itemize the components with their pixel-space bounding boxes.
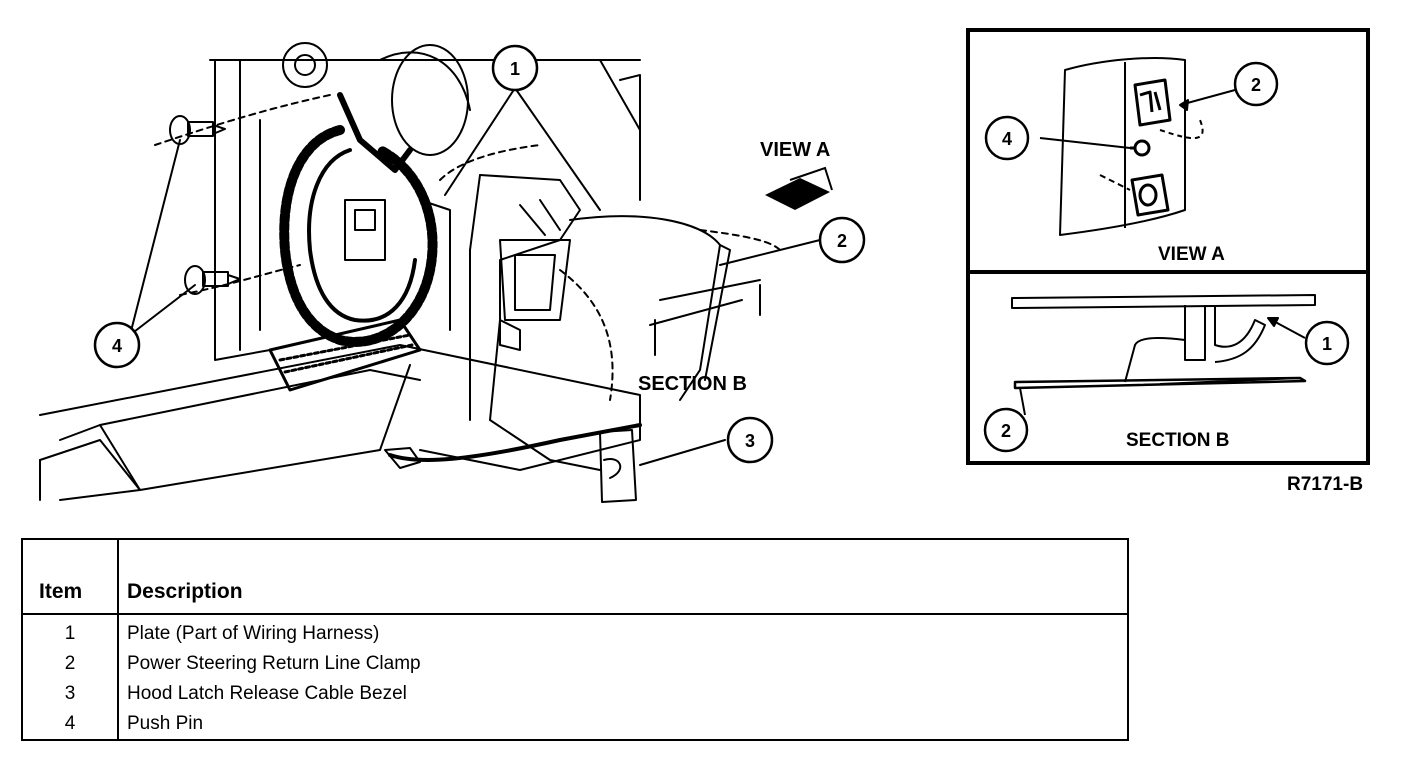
inset-panel: 2 4 VIEW A 1 2 SECTION B xyxy=(966,28,1370,465)
callout-main-3: 3 xyxy=(726,416,774,464)
callout-main-2: 2 xyxy=(818,216,866,264)
svg-text:1: 1 xyxy=(510,59,520,79)
table-row: 1 Plate (Part of Wiring Harness) xyxy=(23,620,1127,650)
legend-item-description: Power Steering Return Line Clamp xyxy=(127,653,421,674)
legend-item-number: 2 xyxy=(64,653,76,674)
push-pin-lower-icon xyxy=(184,265,241,295)
callout-inset-view-4: 4 xyxy=(984,115,1030,161)
figure-code: R7171-B xyxy=(1287,474,1363,495)
callout-inset-section-1: 1 xyxy=(1304,320,1350,366)
table-row: 3 Hood Latch Release Cable Bezel xyxy=(23,680,1127,710)
view-arrow-icon xyxy=(765,166,833,210)
callout-main-4: 4 xyxy=(93,321,141,369)
svg-text:4: 4 xyxy=(1002,129,1012,149)
legend-item-number: 1 xyxy=(64,623,76,644)
svg-text:2: 2 xyxy=(837,231,847,251)
section-b-label: SECTION B xyxy=(638,373,747,395)
svg-text:2: 2 xyxy=(1001,421,1011,441)
inset-section-b-label: SECTION B xyxy=(1126,430,1229,451)
legend-rows: 1 Plate (Part of Wiring Harness) 2 Power… xyxy=(23,620,1127,740)
legend-item-description: Hood Latch Release Cable Bezel xyxy=(127,683,407,704)
legend-header-rule xyxy=(23,613,1127,615)
view-a-label: VIEW A xyxy=(760,139,830,161)
inset-view-a-label: VIEW A xyxy=(1158,244,1225,265)
svg-text:2: 2 xyxy=(1251,75,1261,95)
legend-table: Item Description 1 Plate (Part of Wiring… xyxy=(21,538,1129,741)
callout-inset-view-2: 2 xyxy=(1233,61,1279,107)
table-row: 2 Power Steering Return Line Clamp xyxy=(23,650,1127,680)
legend-item-number: 4 xyxy=(64,713,76,734)
illustration: 1 2 3 4 VIEW A SECTION B xyxy=(39,28,1370,503)
legend-item-description: Plate (Part of Wiring Harness) xyxy=(127,623,380,644)
callout-inset-section-2: 2 xyxy=(983,407,1029,453)
callout-main-1: 1 xyxy=(491,44,539,92)
view-a-detail xyxy=(1039,57,1236,236)
legend-header-description: Description xyxy=(127,580,243,603)
legend-item-number: 3 xyxy=(64,683,76,704)
section-b-detail xyxy=(1011,294,1316,416)
legend-column-divider xyxy=(117,540,119,739)
table-row: 4 Push Pin xyxy=(23,710,1127,740)
svg-text:1: 1 xyxy=(1322,334,1332,354)
svg-text:3: 3 xyxy=(745,431,755,451)
legend-item-description: Push Pin xyxy=(127,713,204,734)
main-illustration xyxy=(39,42,821,503)
svg-text:4: 4 xyxy=(112,336,122,356)
legend-header-item: Item xyxy=(39,580,83,603)
